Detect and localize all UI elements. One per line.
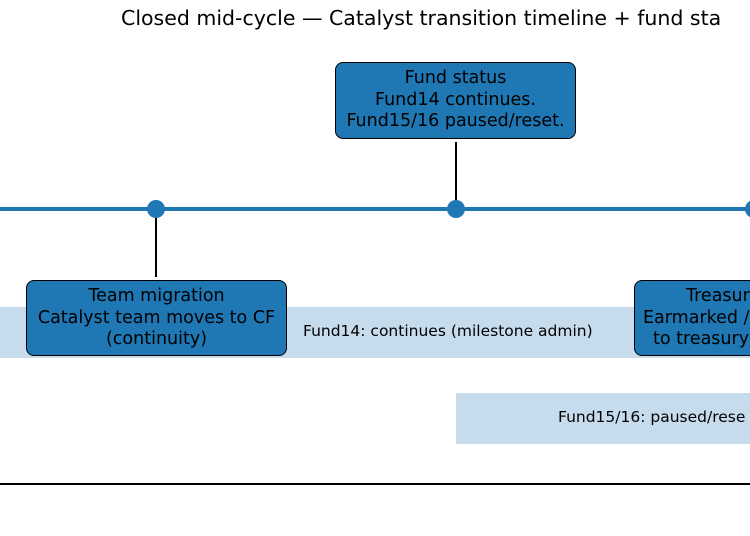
stem-fund-status [455,142,457,210]
stem-team-migration [155,210,157,277]
band-fund15-16-label: Fund15/16: paused/rese [558,408,746,426]
event-line: Earmarked / [643,307,750,328]
event-box-team-migration: Team migration Catalyst team moves to CF… [26,280,287,356]
chart-title: Closed mid-cycle — Catalyst transition t… [121,6,722,30]
event-box-treasury: Treasur Earmarked / to treasury [634,280,750,356]
timeline-line [0,207,750,211]
event-title: Team migration [88,286,225,306]
event-line: Fund15/16 paused/reset. [346,111,565,131]
event-dot-team-migration [147,200,165,218]
event-dot-treasury [745,200,750,218]
event-title: Treasur [686,286,750,306]
event-box-fund-status: Fund status Fund14 continues. Fund15/16 … [335,62,576,139]
event-dot-fund-status [447,200,465,218]
event-title: Fund status [404,68,507,88]
band-fund15-16 [456,393,750,444]
band-fund14-label: Fund14: continues (milestone admin) [303,322,593,340]
event-line: Fund14 continues. [374,89,536,110]
event-line: (continuity) [105,329,208,349]
event-line: to treasury [653,329,750,349]
event-line: Catalyst team moves to CF [37,307,276,328]
axis-line [0,483,750,485]
